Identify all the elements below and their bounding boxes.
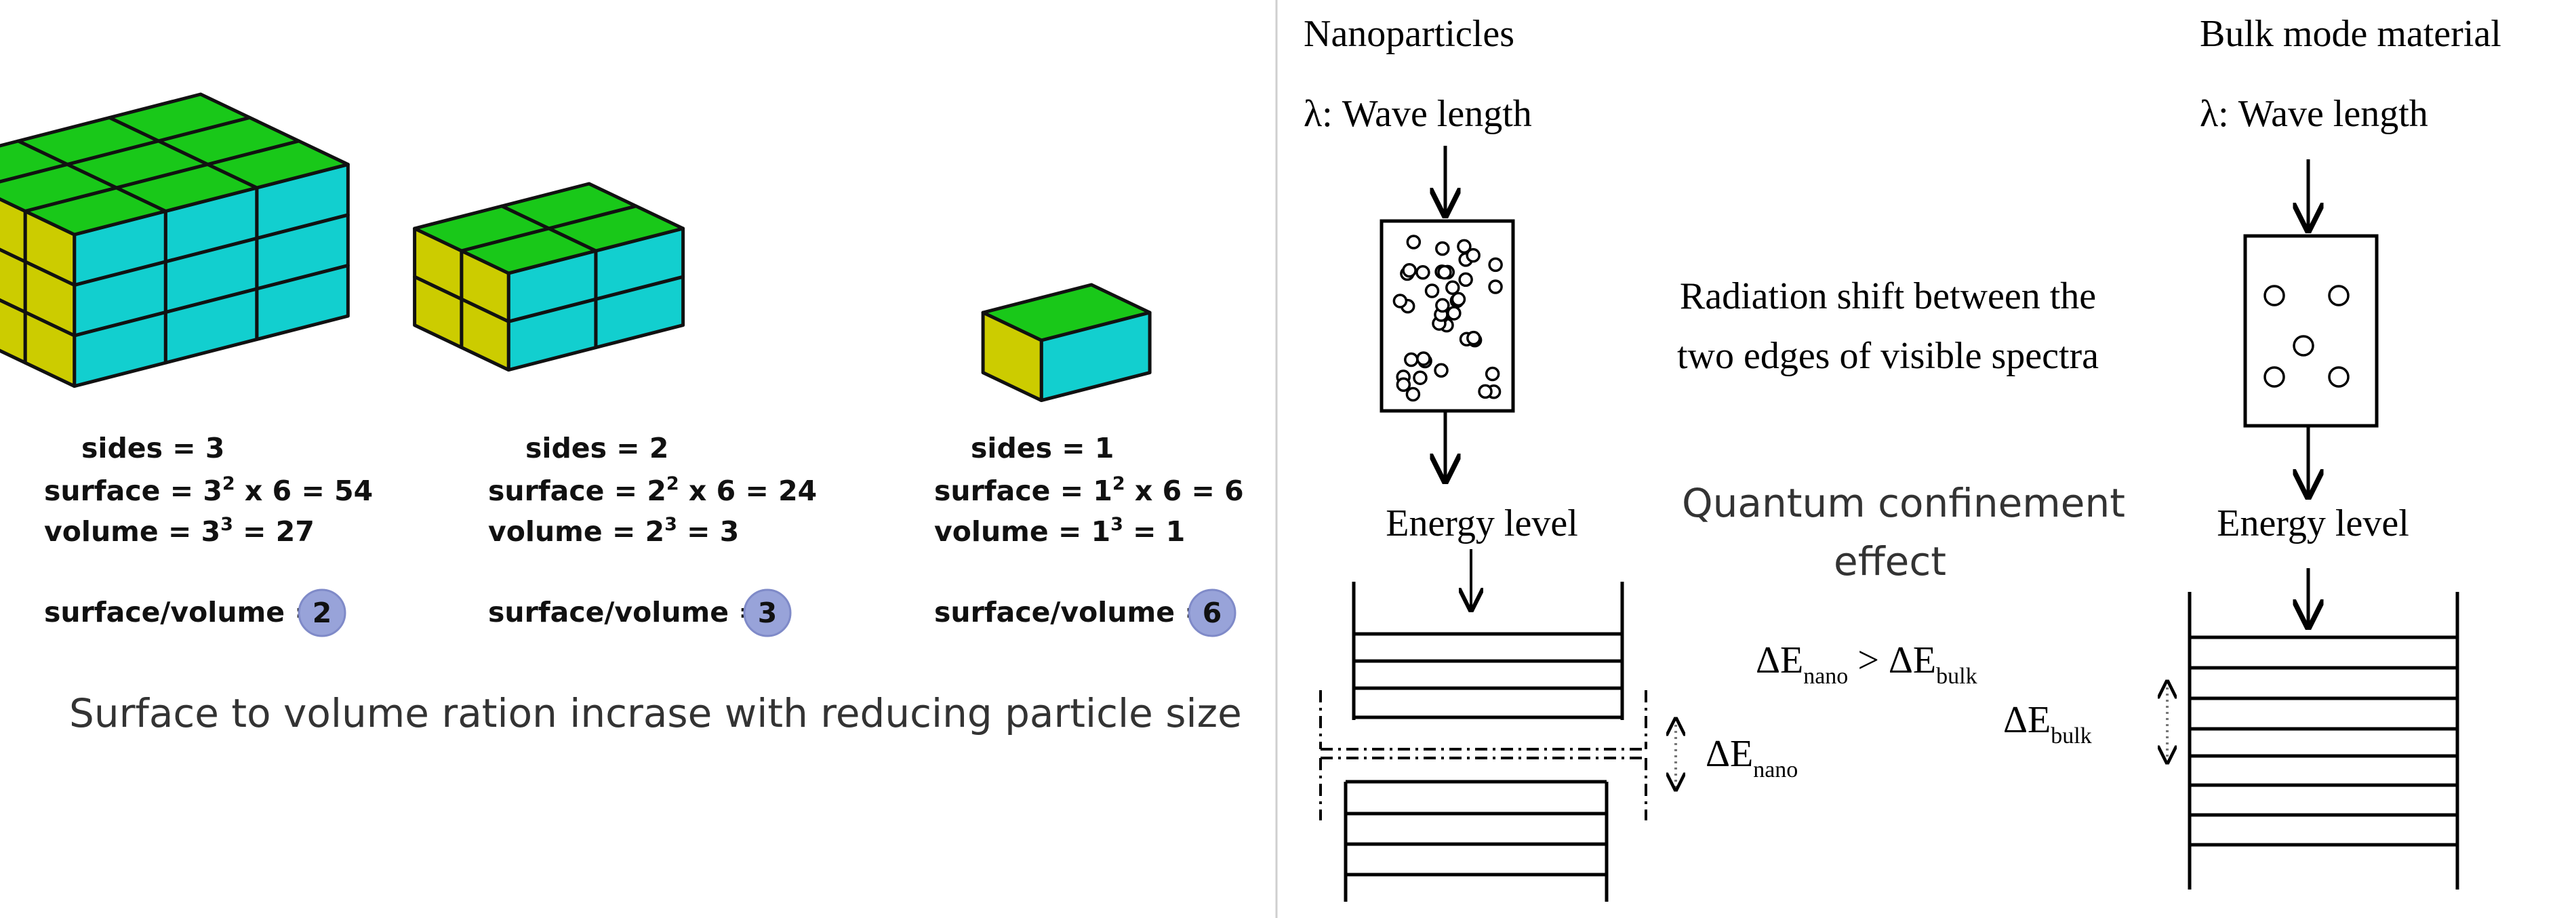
ratio-label: surface/volume = <box>934 596 1208 628</box>
cube-facelet-right <box>23 311 77 388</box>
particle <box>1396 377 1411 393</box>
volume-text: volume = 33 = 27 <box>44 514 315 548</box>
cube-3x3 <box>0 92 350 388</box>
delta-comparison: ΔEnano > ΔEbulk <box>1756 639 1977 689</box>
particle <box>1413 370 1428 385</box>
ratio-badge <box>1188 588 1236 637</box>
shift-text-line1: Radiation shift between the <box>1680 275 2096 317</box>
particle <box>1402 262 1417 278</box>
cube-facelet-right <box>981 311 1043 403</box>
nano-sample-box <box>1380 219 1515 413</box>
quantum-text-line1: Quantum confinement <box>1682 480 2125 526</box>
particle <box>2328 366 2350 388</box>
nano-title: Nanoparticles <box>1304 13 1514 55</box>
particle <box>1485 366 1500 382</box>
bulk-particles <box>2263 285 2350 388</box>
quantum-text-line2: effect <box>1834 538 1946 584</box>
cube-2-stats: sides = 2 surface = 22 x 6 = 24 volume =… <box>488 432 817 637</box>
particle <box>1435 241 1450 256</box>
particle <box>1415 265 1430 280</box>
particle <box>1466 330 1481 346</box>
volume-text: volume = 23 = 3 <box>488 514 739 548</box>
nano-column: Energy level ΔEnano <box>1319 146 1798 902</box>
nano-particles <box>1392 235 1503 402</box>
delta-e-bulk: ΔEbulk <box>2003 699 2092 749</box>
cube-facelet-top <box>0 139 69 184</box>
particle <box>1437 264 1452 280</box>
particle <box>1458 272 1473 287</box>
surface-text: surface = 12 x 6 = 6 <box>934 473 1244 507</box>
particle <box>1488 257 1503 273</box>
cube-facelet-top <box>23 186 167 237</box>
particle <box>1466 247 1481 263</box>
cube-3-stats: sides = 3 surface = 32 x 6 = 54 volume =… <box>44 432 373 637</box>
surface-text: surface = 32 x 6 = 54 <box>44 473 373 507</box>
ratio-badge <box>298 588 346 637</box>
sides-text: sides = 1 <box>971 432 1114 464</box>
bulk-sample-box <box>2243 234 2379 428</box>
bulk-title: Bulk mode material <box>2200 13 2501 55</box>
ratio-value: 2 <box>313 597 332 629</box>
particle <box>1457 239 1472 254</box>
particle <box>1392 294 1408 308</box>
ratio-value: 3 <box>758 597 778 629</box>
particle <box>2263 285 2285 306</box>
cube-1x1 <box>981 283 1152 403</box>
sides-text: sides = 2 <box>525 432 668 464</box>
particle <box>1416 351 1431 366</box>
particle <box>1445 280 1460 296</box>
particle <box>2263 366 2285 388</box>
ratio-badge <box>743 588 792 637</box>
volume-text: volume = 13 = 1 <box>934 514 1185 548</box>
cube-facelet-right <box>460 297 510 372</box>
particle <box>1435 298 1450 313</box>
particle <box>1451 292 1466 307</box>
particle <box>1406 235 1422 250</box>
sides-text: sides = 3 <box>81 432 224 464</box>
cube-1-stats: sides = 1 surface = 12 x 6 = 6 volume = … <box>934 432 1244 637</box>
bulk-energy-label: Energy level <box>2217 502 2409 544</box>
bulk-wavelength-label: λ: Wave length <box>2200 93 2428 135</box>
particle <box>1405 386 1421 402</box>
particle <box>1434 363 1449 378</box>
nano-energy-label: Energy level <box>1386 502 1578 544</box>
bulk-column: Energy level <box>2167 159 2459 890</box>
particle <box>1404 352 1419 367</box>
ratio-value: 6 <box>1203 597 1222 629</box>
particle <box>1478 384 1493 399</box>
ratio-label: surface/volume = <box>44 596 318 628</box>
particle <box>1488 279 1503 294</box>
caption: Surface to volume ration incrase with re… <box>69 690 1242 736</box>
particle <box>2328 285 2350 306</box>
particle <box>1424 283 1440 298</box>
surface-text: surface = 22 x 6 = 24 <box>488 473 817 507</box>
cube-2x2 <box>413 182 685 372</box>
delta-e-nano: ΔEnano <box>1706 733 1798 782</box>
particle <box>2293 335 2314 357</box>
cube-facelet-top <box>460 226 598 275</box>
shift-text-line2: two edges of visible spectra <box>1677 335 2099 377</box>
nano-wavelength-label: λ: Wave length <box>1304 93 1532 135</box>
ratio-label: surface/volume = <box>488 596 762 628</box>
left-panel: sides = 3 surface = 32 x 6 = 54 volume =… <box>0 92 1244 736</box>
right-panel: Nanoparticles Bulk mode material λ: Wave… <box>1304 13 2501 902</box>
particle <box>1447 306 1462 321</box>
